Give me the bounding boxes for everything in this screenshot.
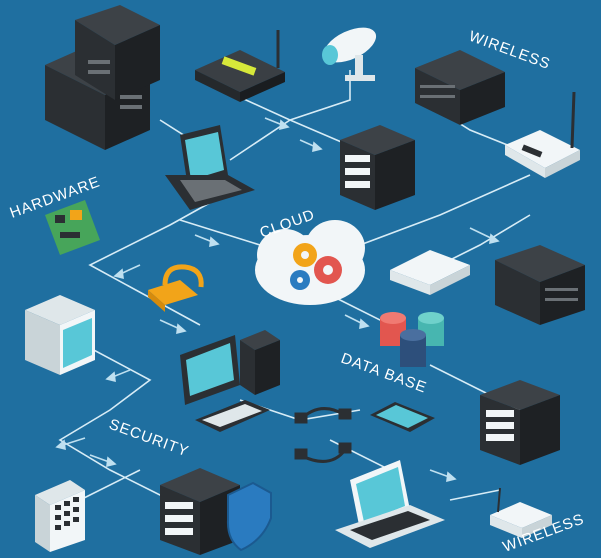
desktop-computer-icon	[180, 330, 280, 432]
wireless-server-icon	[415, 50, 505, 125]
padlock-icon	[148, 264, 204, 312]
usb-cables-icon	[294, 407, 352, 463]
smartphone-icon	[370, 402, 435, 432]
circuit-board-icon	[45, 200, 100, 255]
cloud-icon	[255, 220, 365, 305]
line-monitor-security	[58, 339, 171, 501]
laptop-icon	[165, 125, 255, 210]
line-cloud-right	[359, 174, 531, 246]
server-rack-icon	[45, 5, 160, 150]
crt-monitor-icon	[25, 295, 95, 375]
line-camera-hub	[289, 70, 351, 121]
security-camera-icon	[322, 27, 377, 81]
storage-server-icon	[495, 245, 585, 325]
keypad-lock-icon	[35, 480, 85, 552]
line-cloud-left	[179, 219, 261, 246]
shield-icon	[226, 481, 272, 552]
wireless-router-icon	[505, 91, 580, 178]
line-laptop-router	[449, 489, 501, 501]
database-icon	[380, 312, 444, 367]
network-switch-icon	[195, 30, 285, 102]
secure-server-icon	[160, 468, 272, 555]
line-laptop-cloud	[88, 199, 216, 326]
wifi-router-icon	[490, 487, 552, 538]
flow-arrows	[55, 117, 500, 483]
rack-server-icon	[480, 380, 560, 465]
line-keypad	[79, 469, 141, 501]
label-security: SECURITY	[107, 416, 192, 461]
laptop-white-icon	[335, 460, 445, 548]
server-tower-icon	[340, 125, 415, 210]
access-point-icon	[390, 250, 470, 295]
